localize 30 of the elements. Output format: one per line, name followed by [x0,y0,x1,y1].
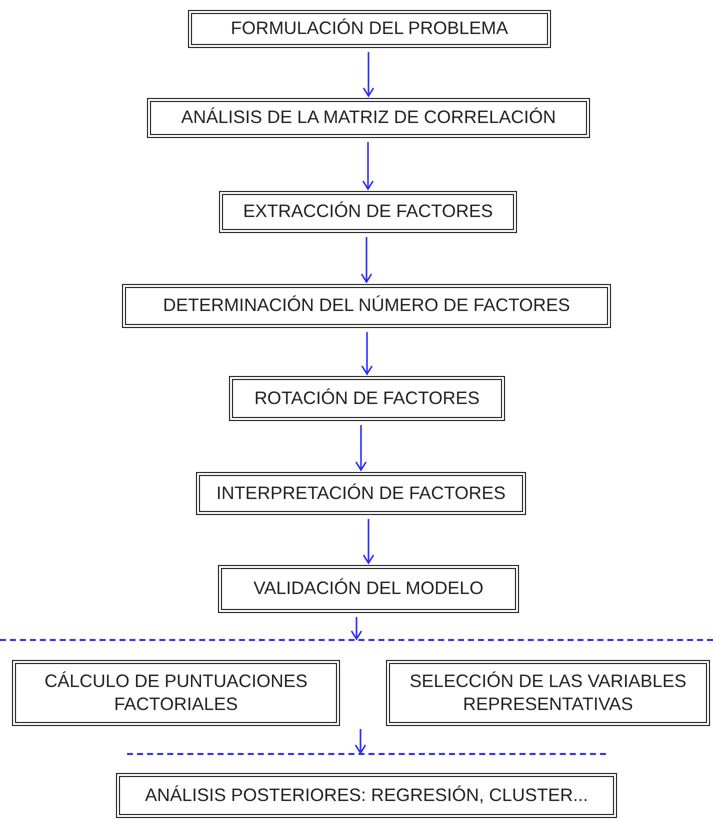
process-box [116,773,617,818]
box-label: EXTRACCIÓN DE FACTORES [243,200,493,224]
process-box [122,284,611,328]
process-box [12,660,340,726]
box-label: VALIDACIÓN DEL MODELO [253,577,484,600]
process-box [188,10,551,48]
process-box [386,660,710,726]
dashed-divider-line [127,753,606,756]
arrow [355,425,367,471]
arrow [354,729,366,754]
process-box [147,98,590,138]
arrow [362,519,374,564]
arrow [361,332,373,375]
box-label: SELECCIÓN DE LAS VARIABLES REPRESENTATIVAS [408,670,688,716]
arrow [360,237,372,283]
box-label: ANÁLISIS DE LA MATRIZ DE CORRELACIÓN [181,106,556,130]
process-box [219,191,517,233]
process-box [196,472,526,515]
dashed-divider-line [0,639,713,642]
box-label: FORMULACIÓN DEL PROBLEMA [230,17,508,40]
box-label: ROTACIÓN DE FACTORES [254,386,480,410]
process-box [229,376,505,421]
process-box [218,565,519,613]
box-label: CÁLCULO DE PUNTUACIONES FACTORIALES [43,670,309,716]
box-label: INTERPRETACIÓN DE FACTORES [216,482,506,505]
arrow [350,617,362,640]
box-label: DETERMINACIÓN DEL NÚMERO DE FACTORES [162,294,570,318]
arrow [362,52,374,97]
arrow [362,142,374,190]
box-label: ANÁLISIS POSTERIORES: REGRESIÓN, CLUSTER... [144,784,588,807]
